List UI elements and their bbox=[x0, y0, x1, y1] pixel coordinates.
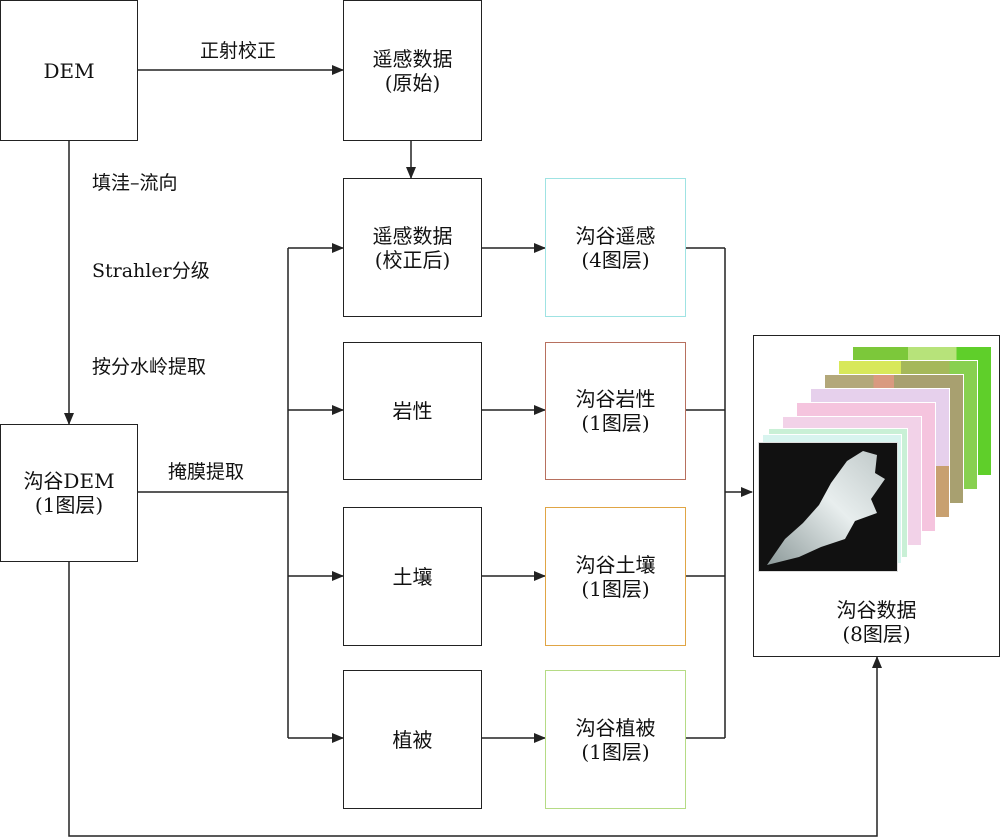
layer-gully-dem bbox=[758, 442, 898, 572]
gully-data-box: 沟谷数据 (8图层) bbox=[753, 335, 1000, 657]
dem-label: DEM bbox=[43, 58, 95, 83]
rs-corrected-title: 遥感数据 bbox=[372, 223, 453, 248]
gully-soil-subtitle: (1图层) bbox=[581, 576, 650, 601]
gully-dem-box: 沟谷DEM (1图层) bbox=[0, 424, 138, 562]
lithology-box: 岩性 bbox=[343, 342, 482, 480]
gully-rs-title: 沟谷遥感 bbox=[575, 223, 656, 248]
gully-dem-shape bbox=[767, 451, 885, 565]
soil-box: 土壤 bbox=[343, 507, 482, 646]
rs-raw-box: 遥感数据 (原始) bbox=[343, 0, 482, 141]
gully-rs-subtitle: (4图层) bbox=[581, 247, 650, 272]
gully-data-title: 沟谷数据 bbox=[836, 598, 917, 622]
rs-raw-subtitle: (原始) bbox=[384, 70, 441, 95]
gully-lithology-box: 沟谷岩性 (1图层) bbox=[545, 342, 686, 480]
gully-dem-subtitle: (1图层) bbox=[34, 493, 104, 517]
gully-dem-title: 沟谷DEM bbox=[23, 469, 115, 493]
label-strahler: Strahler分级 bbox=[92, 260, 210, 282]
gully-rs-box: 沟谷遥感 (4图层) bbox=[545, 178, 686, 317]
gully-data-subtitle: (8图层) bbox=[842, 622, 911, 646]
dem-box: DEM bbox=[0, 0, 138, 141]
rs-corrected-subtitle: (校正后) bbox=[374, 247, 451, 272]
gully-soil-box: 沟谷土壤 (1图层) bbox=[545, 507, 686, 646]
gully-lithology-subtitle: (1图层) bbox=[581, 411, 650, 435]
gully-data-caption: 沟谷数据 (8图层) bbox=[754, 598, 999, 646]
arrow-gully-dem-to-output bbox=[68, 561, 882, 837]
vegetation-label: 植被 bbox=[392, 727, 433, 752]
soil-label: 土壤 bbox=[392, 564, 433, 589]
lithology-label: 岩性 bbox=[392, 399, 433, 423]
vegetation-box: 植被 bbox=[343, 670, 482, 809]
label-ortho-correction: 正射校正 bbox=[200, 40, 277, 62]
gully-lithology-title: 沟谷岩性 bbox=[575, 387, 656, 411]
gully-soil-title: 沟谷土壤 bbox=[575, 552, 656, 577]
label-mask-extract: 掩膜提取 bbox=[168, 461, 245, 483]
gully-vegetation-subtitle: (1图层) bbox=[581, 739, 650, 764]
rs-corrected-box: 遥感数据 (校正后) bbox=[343, 178, 482, 317]
gully-vegetation-box: 沟谷植被 (1图层) bbox=[545, 670, 686, 809]
label-watershed: 按分水岭提取 bbox=[92, 356, 207, 378]
rs-raw-title: 遥感数据 bbox=[372, 46, 453, 71]
label-fill-flow: 填洼–流向 bbox=[92, 172, 178, 194]
gully-vegetation-title: 沟谷植被 bbox=[575, 715, 656, 740]
